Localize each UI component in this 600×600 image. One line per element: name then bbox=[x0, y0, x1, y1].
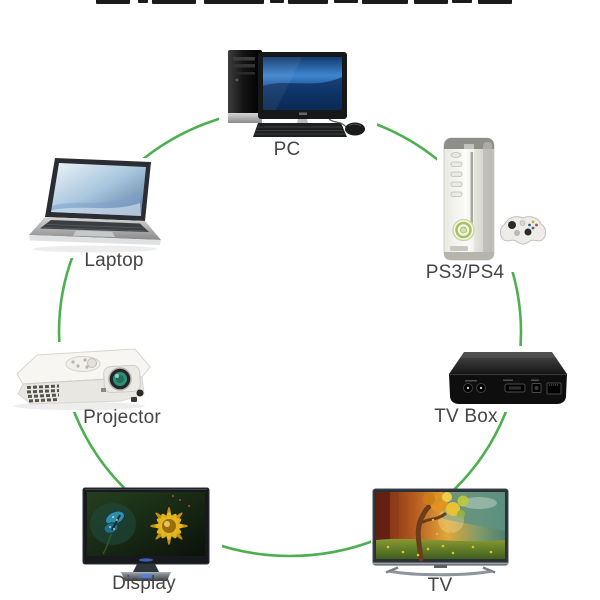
tv-stand bbox=[385, 565, 496, 577]
laptop-image bbox=[22, 158, 164, 258]
label-ps3-ps4: PS3/PS4 bbox=[425, 262, 505, 283]
cropped-title-fragment bbox=[288, 0, 328, 4]
display-stand bbox=[121, 564, 171, 581]
cropped-title-fragment bbox=[138, 0, 148, 3]
display-logo bbox=[139, 558, 153, 562]
cropped-title-fragment bbox=[478, 0, 512, 4]
projector-image bbox=[3, 342, 155, 412]
game-console-image bbox=[437, 130, 563, 272]
cropped-title-fragment bbox=[452, 0, 472, 3]
cropped-title-fragment bbox=[334, 0, 358, 3]
display-screen-picture bbox=[87, 492, 205, 556]
tv-image bbox=[371, 488, 513, 583]
cropped-title-fragment bbox=[270, 0, 284, 3]
cropped-title-fragment bbox=[204, 0, 264, 4]
console-power-button-icon bbox=[452, 218, 475, 242]
cropped-title-fragment bbox=[362, 0, 408, 4]
projector-vent-grille bbox=[26, 384, 60, 403]
tv-box-image bbox=[446, 346, 574, 412]
projector-lens-icon bbox=[103, 364, 141, 394]
label-laptop: Laptop bbox=[84, 250, 144, 271]
cropped-title-fragment bbox=[96, 0, 130, 4]
label-tv-box: TV Box bbox=[434, 406, 498, 427]
game-controller-icon bbox=[499, 216, 547, 245]
label-projector: Projector bbox=[83, 407, 161, 428]
projector-controls bbox=[65, 356, 101, 372]
flower-graphic bbox=[150, 507, 188, 545]
label-tv: TV bbox=[427, 575, 453, 596]
tv-screen-picture bbox=[376, 492, 505, 562]
label-display: Display bbox=[112, 573, 176, 594]
pc-image bbox=[219, 44, 377, 140]
mouse-cable bbox=[328, 118, 347, 128]
label-pc: PC bbox=[273, 139, 301, 160]
cropped-title-fragment bbox=[414, 0, 448, 4]
display-image bbox=[80, 487, 222, 585]
butterfly-graphic bbox=[103, 510, 125, 534]
cropped-title-fragments bbox=[0, 0, 600, 6]
tv-box-ports bbox=[463, 379, 562, 395]
cropped-title-fragment bbox=[152, 0, 196, 4]
